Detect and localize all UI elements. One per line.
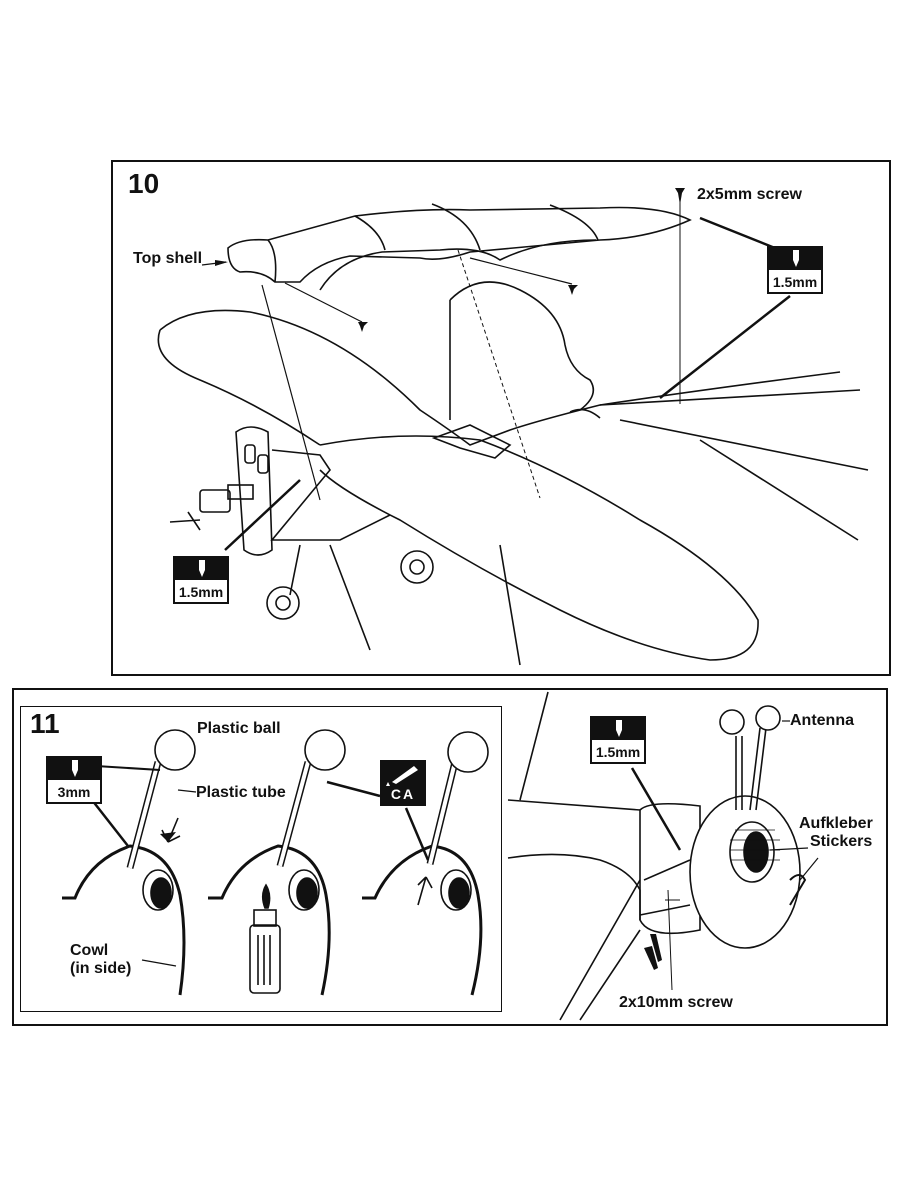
drill-size-value: 3mm (57, 784, 91, 800)
glue-bottle-icon (386, 766, 418, 786)
screw-label-2x10: 2x10mm screw (619, 994, 733, 1011)
step-10-number: 10 (128, 168, 160, 199)
cowl-label: Cowl (70, 942, 109, 959)
drill-bit-icon (199, 560, 205, 577)
glue-type-value: CA (390, 786, 416, 802)
lighter-icon (249, 883, 281, 994)
screw-icon (644, 934, 662, 970)
step-11-number: 11 (30, 708, 60, 739)
drill-size-value: 1.5mm (178, 584, 224, 600)
top-shell-label: Top shell (133, 250, 203, 267)
cowl-side-label: (in side) (70, 960, 132, 977)
drill-badge-1-5mm-nose: 1.5mm (590, 716, 646, 764)
aufkleber-label: Aufkleber (799, 815, 873, 832)
drill-bit-icon (616, 720, 622, 737)
drill-badge-1-5mm-lower: 1.5mm (173, 556, 229, 604)
drill-badge-1-5mm-upper: 1.5mm (767, 246, 823, 294)
plastic-ball-label: Plastic ball (197, 720, 281, 737)
antenna-label: Antenna (790, 712, 854, 729)
screw-icon (358, 188, 685, 332)
plastic-tube-label: Plastic tube (196, 784, 286, 801)
step-10-panel (111, 160, 891, 676)
drill-bit-icon (72, 760, 78, 777)
ca-glue-badge: CA (380, 760, 426, 806)
drill-badge-3mm: 3mm (46, 756, 102, 804)
drill-bit-icon (793, 250, 799, 267)
arrow-icon (160, 832, 176, 842)
screw-label-2x5: 2x5mm screw (697, 186, 802, 203)
stickers-label: Stickers (810, 833, 873, 850)
drill-size-value: 1.5mm (772, 274, 818, 290)
drill-size-value: 1.5mm (595, 744, 641, 760)
